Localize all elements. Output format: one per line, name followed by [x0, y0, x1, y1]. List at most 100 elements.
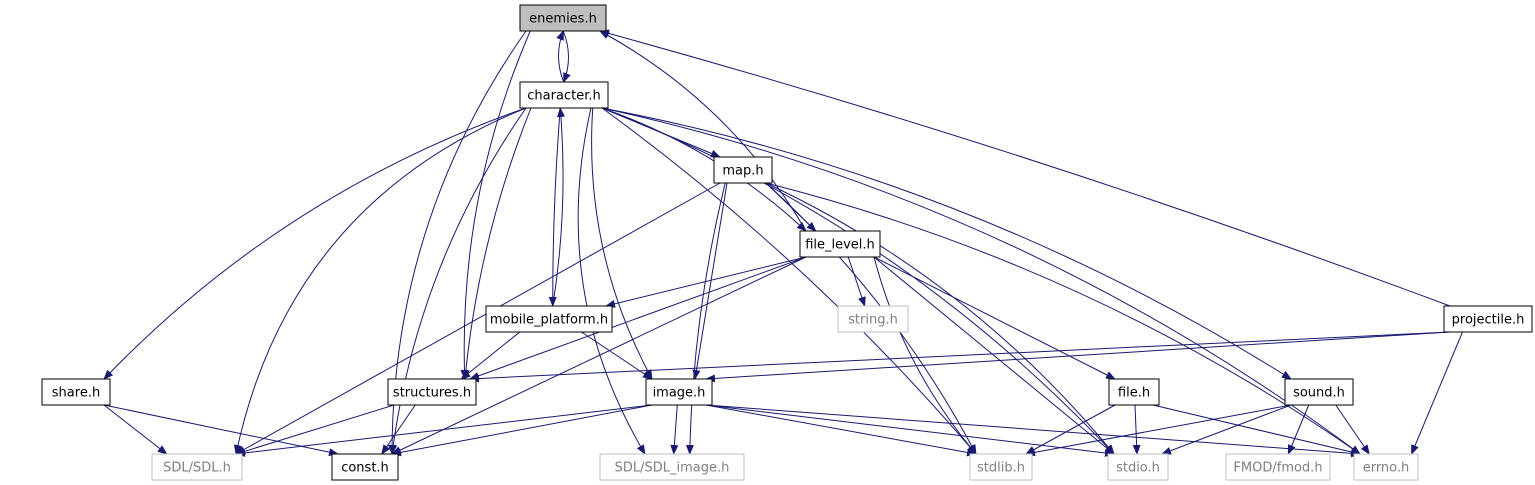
edge-character-to-mobile_platform [548, 107, 561, 307]
node-box-file [1108, 378, 1160, 406]
edge-structures-to-sdl [235, 404, 395, 456]
node-box-share [41, 378, 111, 406]
node-label-stdio: stdio.h [1116, 461, 1160, 476]
node-stdio: stdio.h [1107, 453, 1169, 481]
edge-file_level-to-const [391, 256, 807, 455]
node-label-sdl_image: SDL/SDL_image.h [615, 461, 730, 476]
edge-map-to-stdio [765, 182, 1115, 455]
node-box-stdio [1107, 453, 1169, 481]
node-share[interactable]: share.h [41, 378, 111, 406]
node-label-const: const.h [341, 461, 389, 476]
node-label-sdl: SDL/SDL.h [163, 461, 231, 476]
edge-file_level-to-string [847, 256, 866, 307]
node-sound[interactable]: sound.h [1284, 378, 1354, 406]
node-box-enemies [519, 4, 607, 32]
node-label-structures: structures.h [393, 386, 471, 401]
node-projectile[interactable]: projectile.h [1443, 305, 1533, 333]
edge-projectile-to-structures [469, 331, 1451, 383]
node-label-enemies: enemies.h [529, 12, 597, 27]
edge-sound-to-fmod [1287, 404, 1310, 455]
edge-mobile_platform-to-character [552, 107, 565, 307]
edge-structures-to-const [381, 404, 416, 455]
edge-sound-to-errno [1335, 404, 1370, 455]
edge-character-to-stdlib [601, 107, 977, 455]
edge-file_level-to-enemies [599, 30, 807, 232]
node-box-sound [1284, 378, 1354, 406]
node-label-file_level: file_level.h [805, 238, 875, 253]
node-mobile_platform[interactable]: mobile_platform.h [485, 305, 613, 333]
node-box-character [519, 81, 609, 109]
node-structures[interactable]: structures.h [387, 378, 477, 406]
node-box-const [331, 453, 399, 481]
edge-character-to-file_level [601, 107, 807, 232]
edge-character-to-image [591, 107, 653, 380]
edge-character-to-sdl [233, 107, 527, 455]
edge-image-to-const [391, 404, 653, 457]
edge-map-to-sdl_image [685, 182, 726, 455]
node-box-stdlib [969, 453, 1033, 481]
node-box-structures [387, 378, 477, 406]
node-label-string: string.h [848, 313, 898, 328]
edge-character-to-enemies [556, 30, 565, 83]
edge-image-to-sdl [235, 404, 653, 457]
node-sdl: SDL/SDL.h [151, 453, 243, 481]
edge-map-to-errno [765, 182, 1361, 455]
edge-map-to-image [692, 182, 728, 380]
node-box-projectile [1443, 305, 1533, 333]
node-map[interactable]: map.h [713, 156, 773, 184]
edge-image-to-stdlib [705, 404, 977, 457]
node-enemies[interactable]: enemies.h [519, 4, 607, 32]
edges-layer [103, 29, 1463, 458]
edge-character-to-errno [601, 107, 1361, 455]
node-label-mobile_platform: mobile_platform.h [490, 313, 608, 328]
edge-sound-to-stdlib [1025, 404, 1292, 457]
node-character[interactable]: character.h [519, 81, 609, 109]
node-fmod: FMOD/fmod.h [1225, 453, 1331, 481]
edge-mobile_platform-to-image [581, 331, 653, 380]
node-box-file_level [799, 230, 881, 258]
edge-share-to-sdl [103, 404, 168, 455]
node-image[interactable]: image.h [645, 378, 713, 406]
edge-file_level-to-structures [469, 256, 807, 380]
edge-sound-to-stdio [1161, 404, 1292, 455]
edge-mobile_platform-to-structures [460, 331, 521, 380]
node-sdl_image: SDL/SDL_image.h [599, 453, 745, 481]
edge-enemies-to-character [562, 30, 571, 83]
edge-enemies-to-structures [460, 30, 531, 380]
node-label-fmod: FMOD/fmod.h [1233, 461, 1322, 476]
edge-image-to-errno [705, 404, 1361, 458]
node-label-file: file.h [1118, 386, 1150, 401]
node-label-sound: sound.h [1293, 386, 1345, 401]
node-label-map: map.h [722, 164, 763, 179]
node-label-errno: errno.h [1363, 461, 1410, 476]
nodes-layer: enemies.h character.h map.h file_level.hstr… [41, 4, 1533, 481]
edge-image-to-sdl_image [670, 404, 679, 455]
node-label-projectile: projectile.h [1452, 313, 1525, 328]
node-stdlib: stdlib.h [969, 453, 1033, 481]
edge-projectile-to-errno [1411, 331, 1463, 455]
edge-projectile-to-image [705, 331, 1451, 383]
node-string: string.h [837, 305, 909, 333]
node-label-character: character.h [527, 89, 600, 104]
edge-file_level-to-file [873, 256, 1116, 380]
node-box-sdl [151, 453, 243, 481]
edge-character-to-structures [461, 107, 532, 380]
edge-file_level-to-mobile_platform [605, 256, 807, 308]
edge-share-to-const [103, 404, 339, 457]
edge-image-to-stdio [705, 404, 1115, 457]
node-box-mobile_platform [485, 305, 613, 333]
node-box-sdl_image [599, 453, 745, 481]
edge-projectile-to-enemies [599, 29, 1451, 307]
edge-file-to-errno [1152, 404, 1361, 456]
node-box-string [837, 305, 909, 333]
node-box-image [645, 378, 713, 406]
node-file_level[interactable]: file_level.h [799, 230, 881, 258]
edge-file-to-stdio [1132, 404, 1141, 455]
node-const[interactable]: const.h [331, 453, 399, 481]
node-file[interactable]: file.h [1108, 378, 1160, 406]
node-box-errno [1353, 453, 1419, 481]
node-label-stdlib: stdlib.h [977, 461, 1025, 476]
edge-file_level-to-stdlib [873, 256, 977, 455]
node-box-fmod [1225, 453, 1331, 481]
